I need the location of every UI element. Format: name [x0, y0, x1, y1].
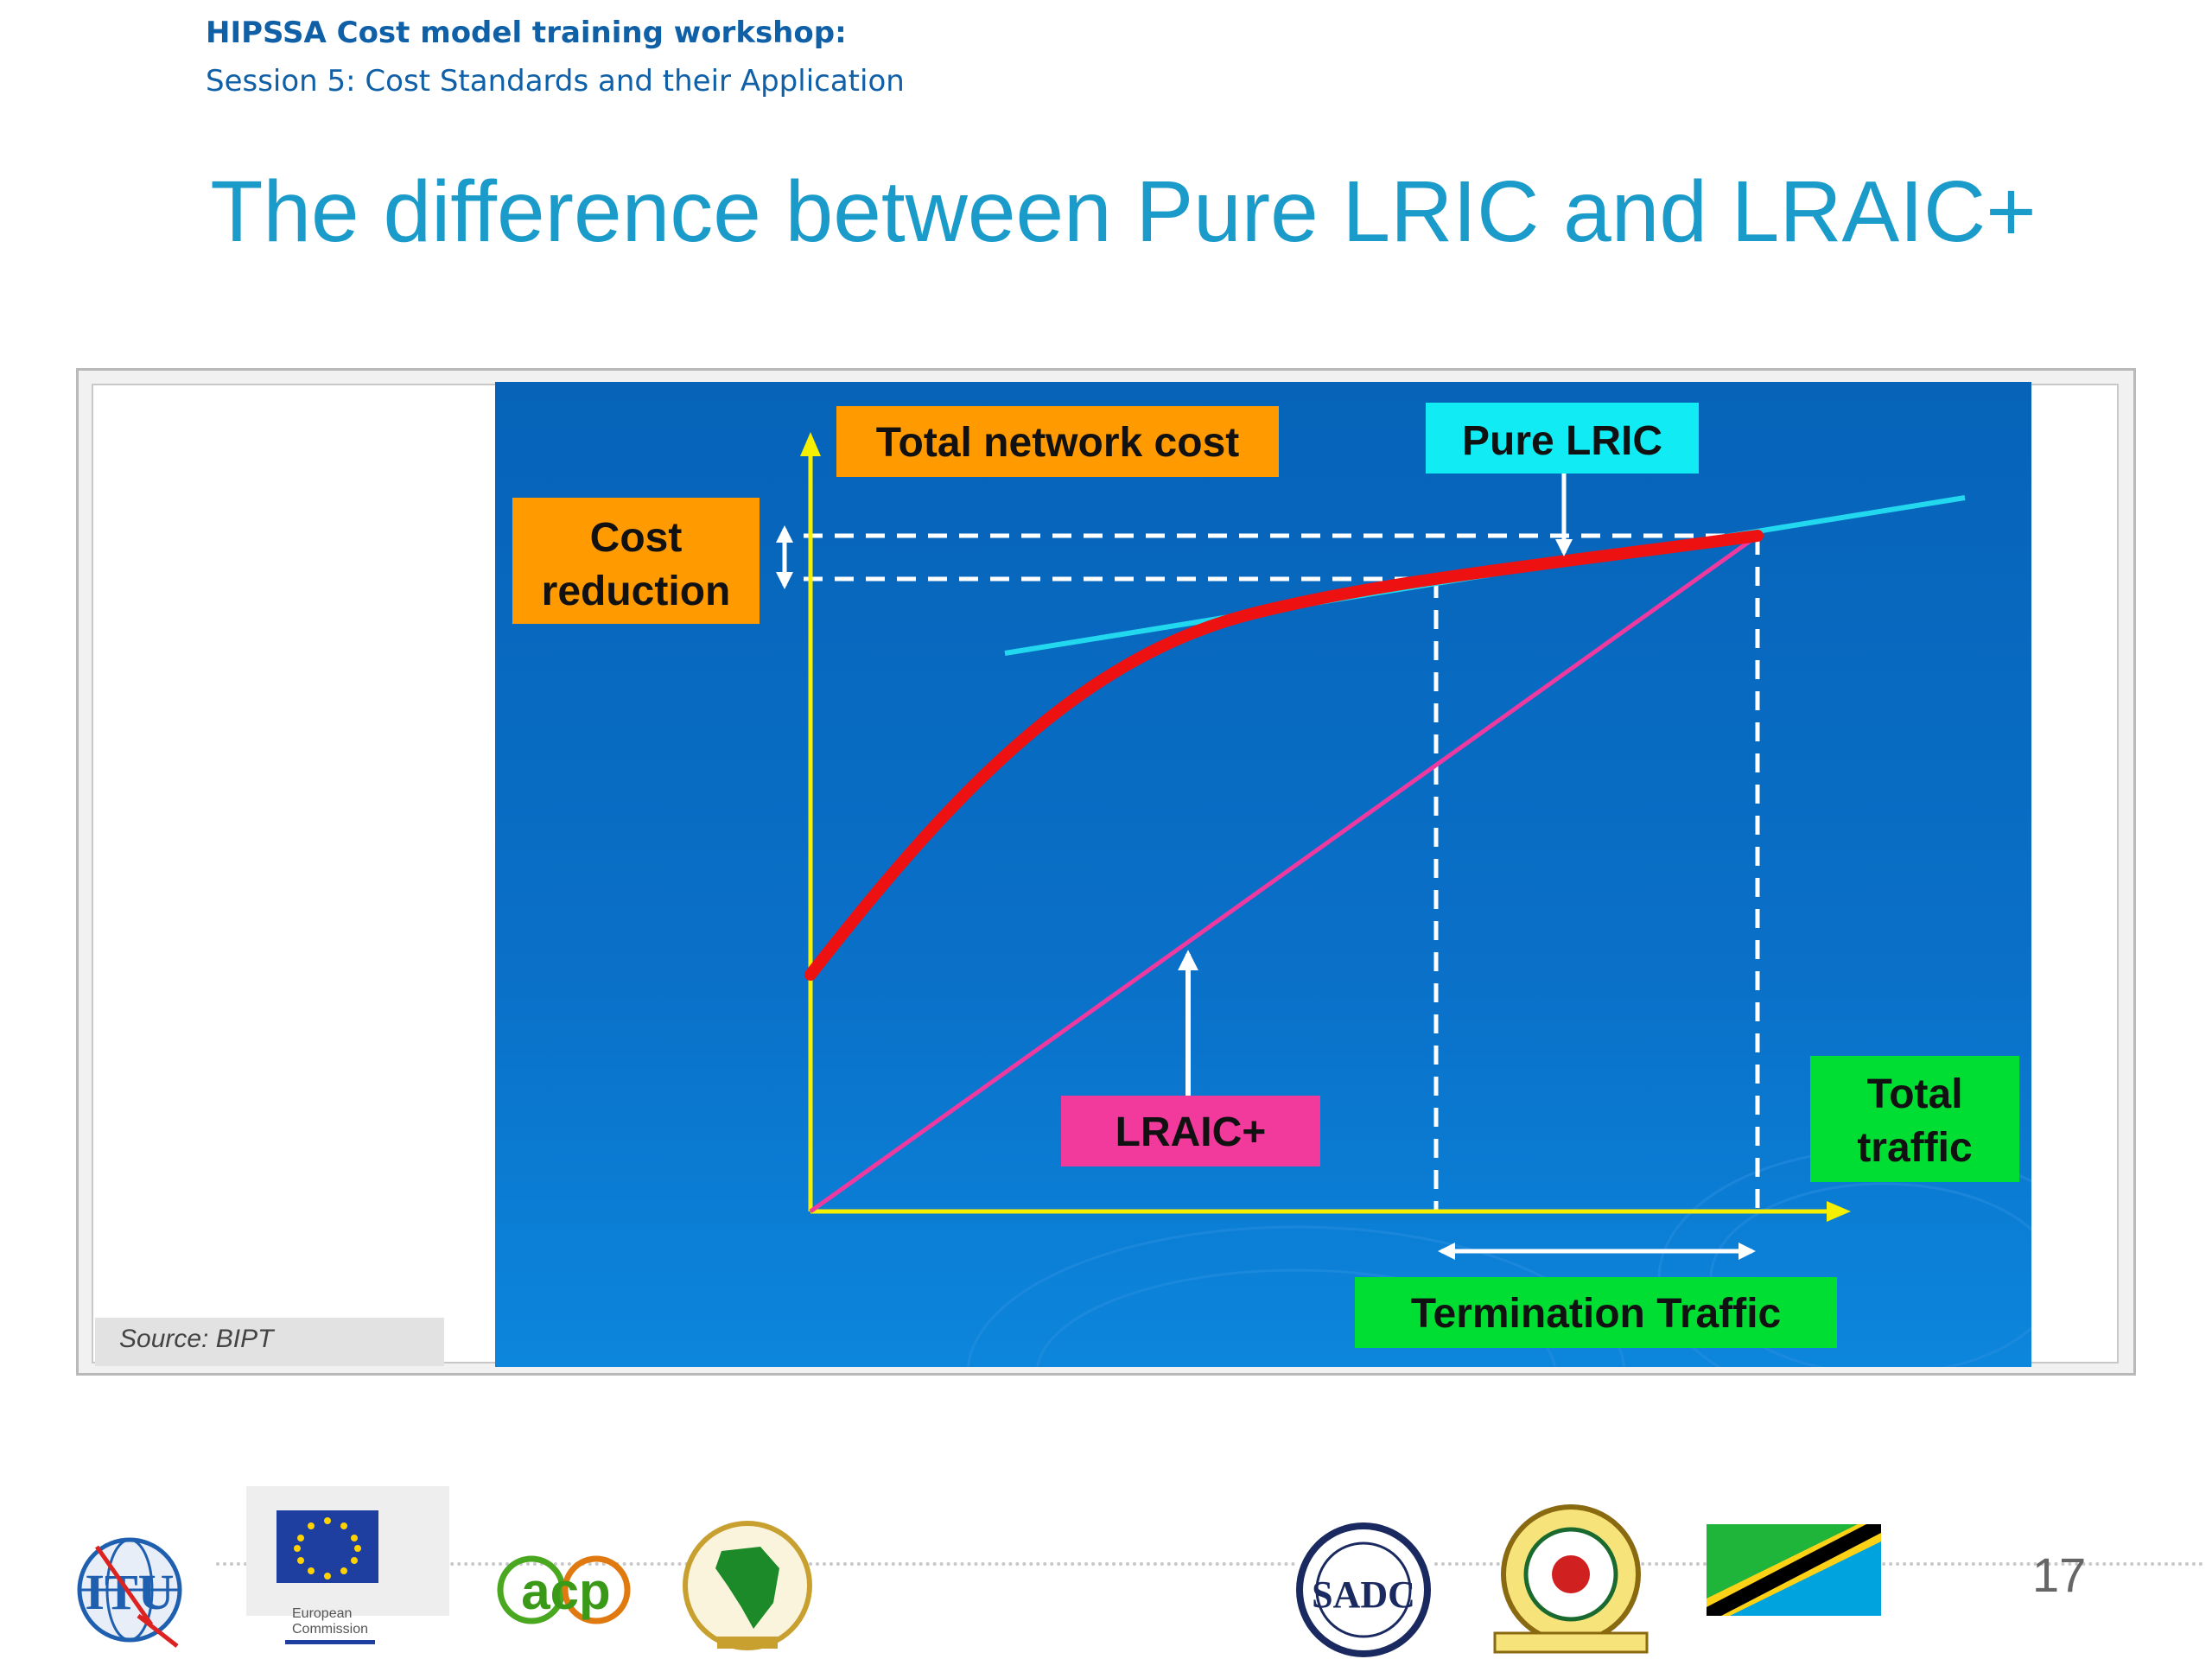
itu-logo: ITU	[77, 1537, 182, 1648]
cost-reduction-box	[512, 498, 760, 624]
eu-caption-2: Commission	[292, 1622, 368, 1637]
european-commission-logo: European Commission	[246, 1486, 449, 1644]
source-caption: Source: BIPT	[119, 1325, 274, 1353]
session-subtitle: Session 5: Cost Standards and their Appl…	[206, 64, 905, 99]
acp-logo: acp	[497, 1555, 631, 1624]
partner-logos: ITU European Commission acp SADC	[77, 1486, 1881, 1657]
total-network-cost-box	[836, 406, 1279, 477]
lraic-plus-line	[809, 533, 1759, 1214]
termination-traffic-label: Termination Traffic	[1411, 1291, 1782, 1337]
source-box	[95, 1318, 444, 1366]
pure-lric-label: Pure LRIC	[1462, 418, 1662, 464]
cost-reduction-label-line2: reduction	[542, 569, 731, 614]
slide-title: The difference between Pure LRIC and LRA…	[210, 163, 2037, 260]
lraic-plus-box	[1061, 1096, 1320, 1166]
termination-traffic-box	[1355, 1277, 1837, 1348]
acp-logo-text: acp	[521, 1562, 610, 1620]
sadc-logo-text: SADC	[1312, 1573, 1415, 1616]
cost-reduction-label-line1: Cost	[590, 515, 683, 561]
x-axis-arrowhead	[1827, 1201, 1851, 1222]
workshop-title: HIPSSA Cost model training workshop:	[206, 16, 847, 50]
pure-lric-box	[1426, 403, 1699, 474]
page-number: 17	[2032, 1548, 2087, 1602]
total-traffic-label-line1: Total	[1866, 1071, 1962, 1117]
tanzania-flag	[1707, 1524, 1881, 1616]
total-cost-curve	[804, 530, 1764, 981]
african-union-logo	[683, 1521, 812, 1650]
total-traffic-label-line2: traffic	[1857, 1125, 1972, 1171]
dashed-guides	[804, 533, 1760, 1210]
lraic-plus-label: LRAIC+	[1116, 1109, 1267, 1155]
sadc-logo: SADC	[1296, 1522, 1431, 1657]
eu-caption-1: European	[292, 1606, 352, 1621]
total-traffic-box	[1810, 1056, 2019, 1182]
y-axis-arrowhead	[800, 432, 821, 456]
eac-logo	[1493, 1504, 1649, 1654]
total-network-cost-label: Total network cost	[876, 420, 1240, 466]
cost-diagram: Total network cost Cost reduction Pure L…	[495, 382, 2031, 1367]
